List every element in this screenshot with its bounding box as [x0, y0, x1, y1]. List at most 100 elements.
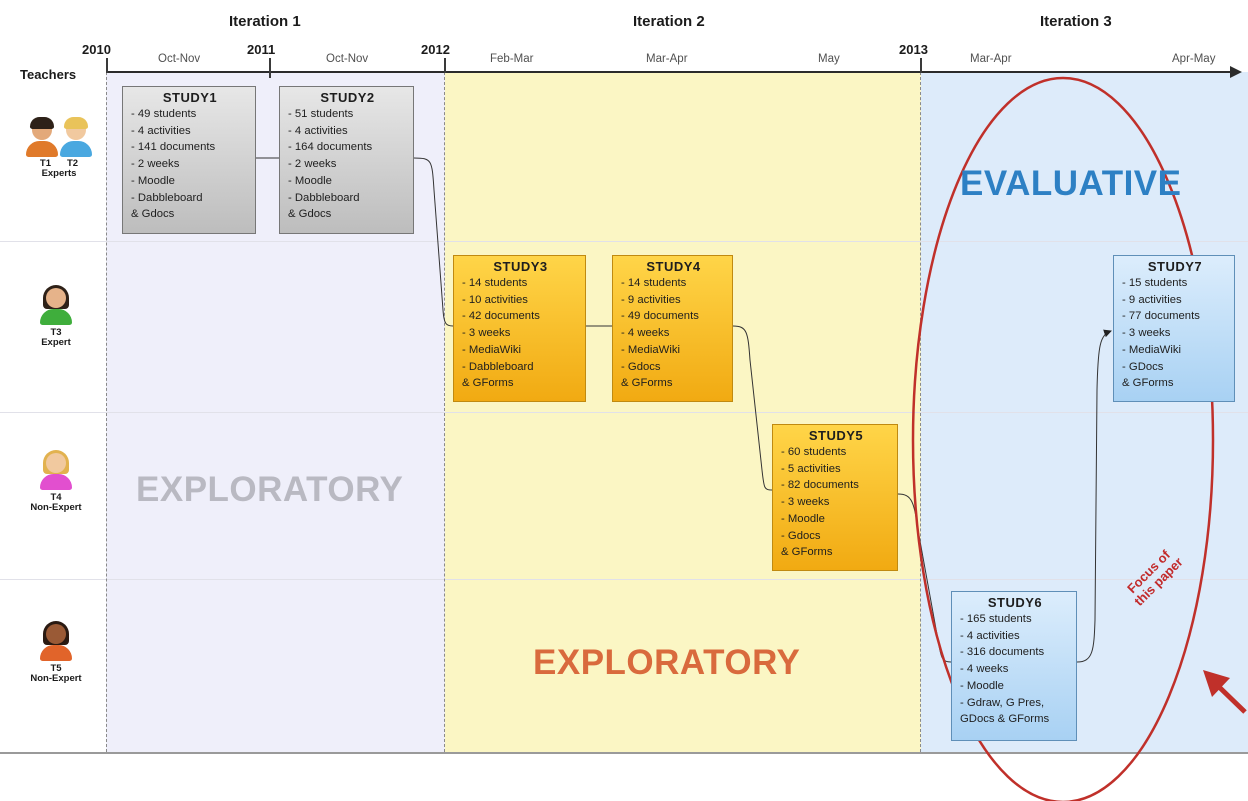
connector-study6-study7	[1076, 329, 1112, 663]
study-title: STUDY7	[1147, 259, 1203, 274]
iteration-label: Iteration 3	[1040, 13, 1112, 30]
study-detail: - 4 weeks	[621, 327, 670, 340]
period-label: Apr-May	[1172, 53, 1216, 65]
year-tick	[106, 58, 108, 73]
time-axis-arrowhead	[1230, 66, 1242, 78]
study-title: STUDY1	[162, 90, 218, 105]
teacher-t1-t2: T1 T2 Experts	[16, 117, 102, 179]
study-detail: - 42 documents	[462, 310, 540, 323]
connector-study4-study5	[732, 325, 773, 491]
study-detail: - Gdraw, G Pres,	[960, 696, 1045, 709]
teachers-label: Teachers	[20, 67, 77, 82]
study-box-1: STUDY1 - 49 students - 4 activities - 14…	[122, 86, 256, 234]
period-label: Feb-Mar	[490, 53, 534, 65]
study-detail: - 51 students	[288, 108, 354, 120]
teacher-t4-avatar	[16, 450, 96, 490]
study-detail: GDocs & GForms	[960, 713, 1050, 726]
study-title: STUDY2	[320, 90, 375, 105]
year-divider	[106, 72, 107, 752]
study-detail: - 2 weeks	[131, 158, 180, 171]
teacher-t3-avatar	[16, 285, 96, 325]
study-detail: - 49 documents	[621, 310, 699, 323]
study-detail: - 165 students	[960, 613, 1032, 625]
study-box-2: STUDY2 - 51 students - 4 activities - 16…	[279, 86, 414, 234]
teacher-code: T2	[67, 158, 79, 169]
teacher-code: T4	[50, 492, 62, 503]
study-detail: - MediaWiki	[1122, 343, 1181, 356]
study-detail: - GDocs	[1122, 360, 1164, 373]
study-box-5: STUDY5 - 60 students - 5 activities - 82…	[772, 424, 898, 571]
study-title: STUDY4	[646, 259, 701, 274]
teacher-t5: T5 Non-Expert	[12, 621, 100, 684]
study-detail: - 3 weeks	[462, 327, 511, 340]
teacher-t1-avatar	[26, 117, 58, 157]
study-detail: - 164 documents	[288, 141, 373, 154]
study-detail: - Dabbleboard	[462, 360, 534, 373]
study-title: STUDY6	[987, 595, 1043, 610]
study-box-3: STUDY3 - 14 students - 10 activities - 4…	[453, 255, 586, 402]
study-title: STUDY5	[808, 428, 864, 443]
iteration-label: Iteration 1	[229, 13, 301, 30]
study-detail: - 2 weeks	[288, 158, 337, 171]
study-detail: - 9 activities	[1122, 293, 1182, 306]
study-detail: - Moodle	[288, 174, 332, 187]
teacher-t3: T3 Expert	[16, 285, 96, 348]
study-detail: - 82 documents	[781, 479, 859, 492]
study-detail: & Gdocs	[131, 208, 175, 221]
period-label: Mar-Apr	[970, 53, 1012, 65]
year-label: 2011	[247, 42, 276, 57]
period-label: Mar-Apr	[646, 53, 688, 65]
teacher-code: T5	[50, 663, 62, 674]
study-detail: - Moodle	[131, 174, 175, 187]
study-detail: & GForms	[781, 546, 833, 559]
teacher-role: Experts	[41, 168, 77, 179]
study-box-7: STUDY7 - 15 students - 9 activities - 77…	[1113, 255, 1235, 402]
study-detail: - 49 students	[131, 108, 197, 120]
study-detail: - 3 weeks	[781, 496, 830, 509]
study-detail: - 4 activities	[960, 629, 1020, 642]
study-detail: - Moodle	[960, 679, 1004, 692]
study-detail: & GForms	[621, 377, 673, 390]
study-detail: - 316 documents	[960, 646, 1045, 659]
study-detail: - Dabbleboard	[288, 191, 360, 204]
study-detail: - 9 activities	[621, 293, 681, 306]
teacher-code: T3	[50, 327, 62, 338]
study-box-6: STUDY6 - 165 students - 4 activities - 3…	[951, 591, 1077, 741]
teacher-t4: T4 Non-Expert	[16, 450, 96, 513]
connector-study2-study3	[413, 157, 454, 327]
study-detail: - 10 activities	[462, 293, 528, 306]
study-detail: - Gdocs	[621, 360, 661, 373]
study-title: STUDY3	[493, 259, 548, 274]
study-detail: - MediaWiki	[621, 343, 680, 356]
teacher-avatars	[16, 117, 102, 157]
study-detail: & Gdocs	[288, 208, 332, 221]
row-separator	[0, 241, 1248, 242]
row-separator	[0, 579, 1248, 580]
iteration-label: Iteration 2	[633, 13, 705, 30]
year-label: 2010	[82, 42, 111, 57]
study-detail: & GForms	[1122, 377, 1174, 390]
year-tick	[920, 58, 922, 73]
year-tick	[269, 58, 271, 78]
year-divider	[444, 72, 445, 752]
teacher-t5-avatar	[12, 621, 100, 661]
teacher-t2-avatar	[60, 117, 92, 157]
teacher-role: Expert	[41, 337, 71, 348]
year-divider	[920, 72, 921, 752]
time-axis	[106, 71, 1234, 73]
study-detail: - 77 documents	[1122, 310, 1200, 323]
study-detail: - 4 weeks	[960, 663, 1009, 676]
study-detail: - 3 weeks	[1122, 327, 1171, 340]
focus-ellipse	[911, 76, 1215, 801]
study-detail: - Gdocs	[781, 529, 821, 542]
period-label: Oct-Nov	[158, 53, 201, 65]
study-detail: - 4 activities	[131, 124, 191, 137]
teacher-role: Non-Expert	[30, 502, 82, 513]
study-detail: - 5 activities	[781, 462, 841, 475]
study-detail: - MediaWiki	[462, 343, 521, 356]
year-label: 2012	[421, 42, 450, 57]
focus-arrow-head	[1203, 670, 1230, 697]
study-detail: - Moodle	[781, 512, 825, 525]
study-detail: - 141 documents	[131, 141, 216, 154]
